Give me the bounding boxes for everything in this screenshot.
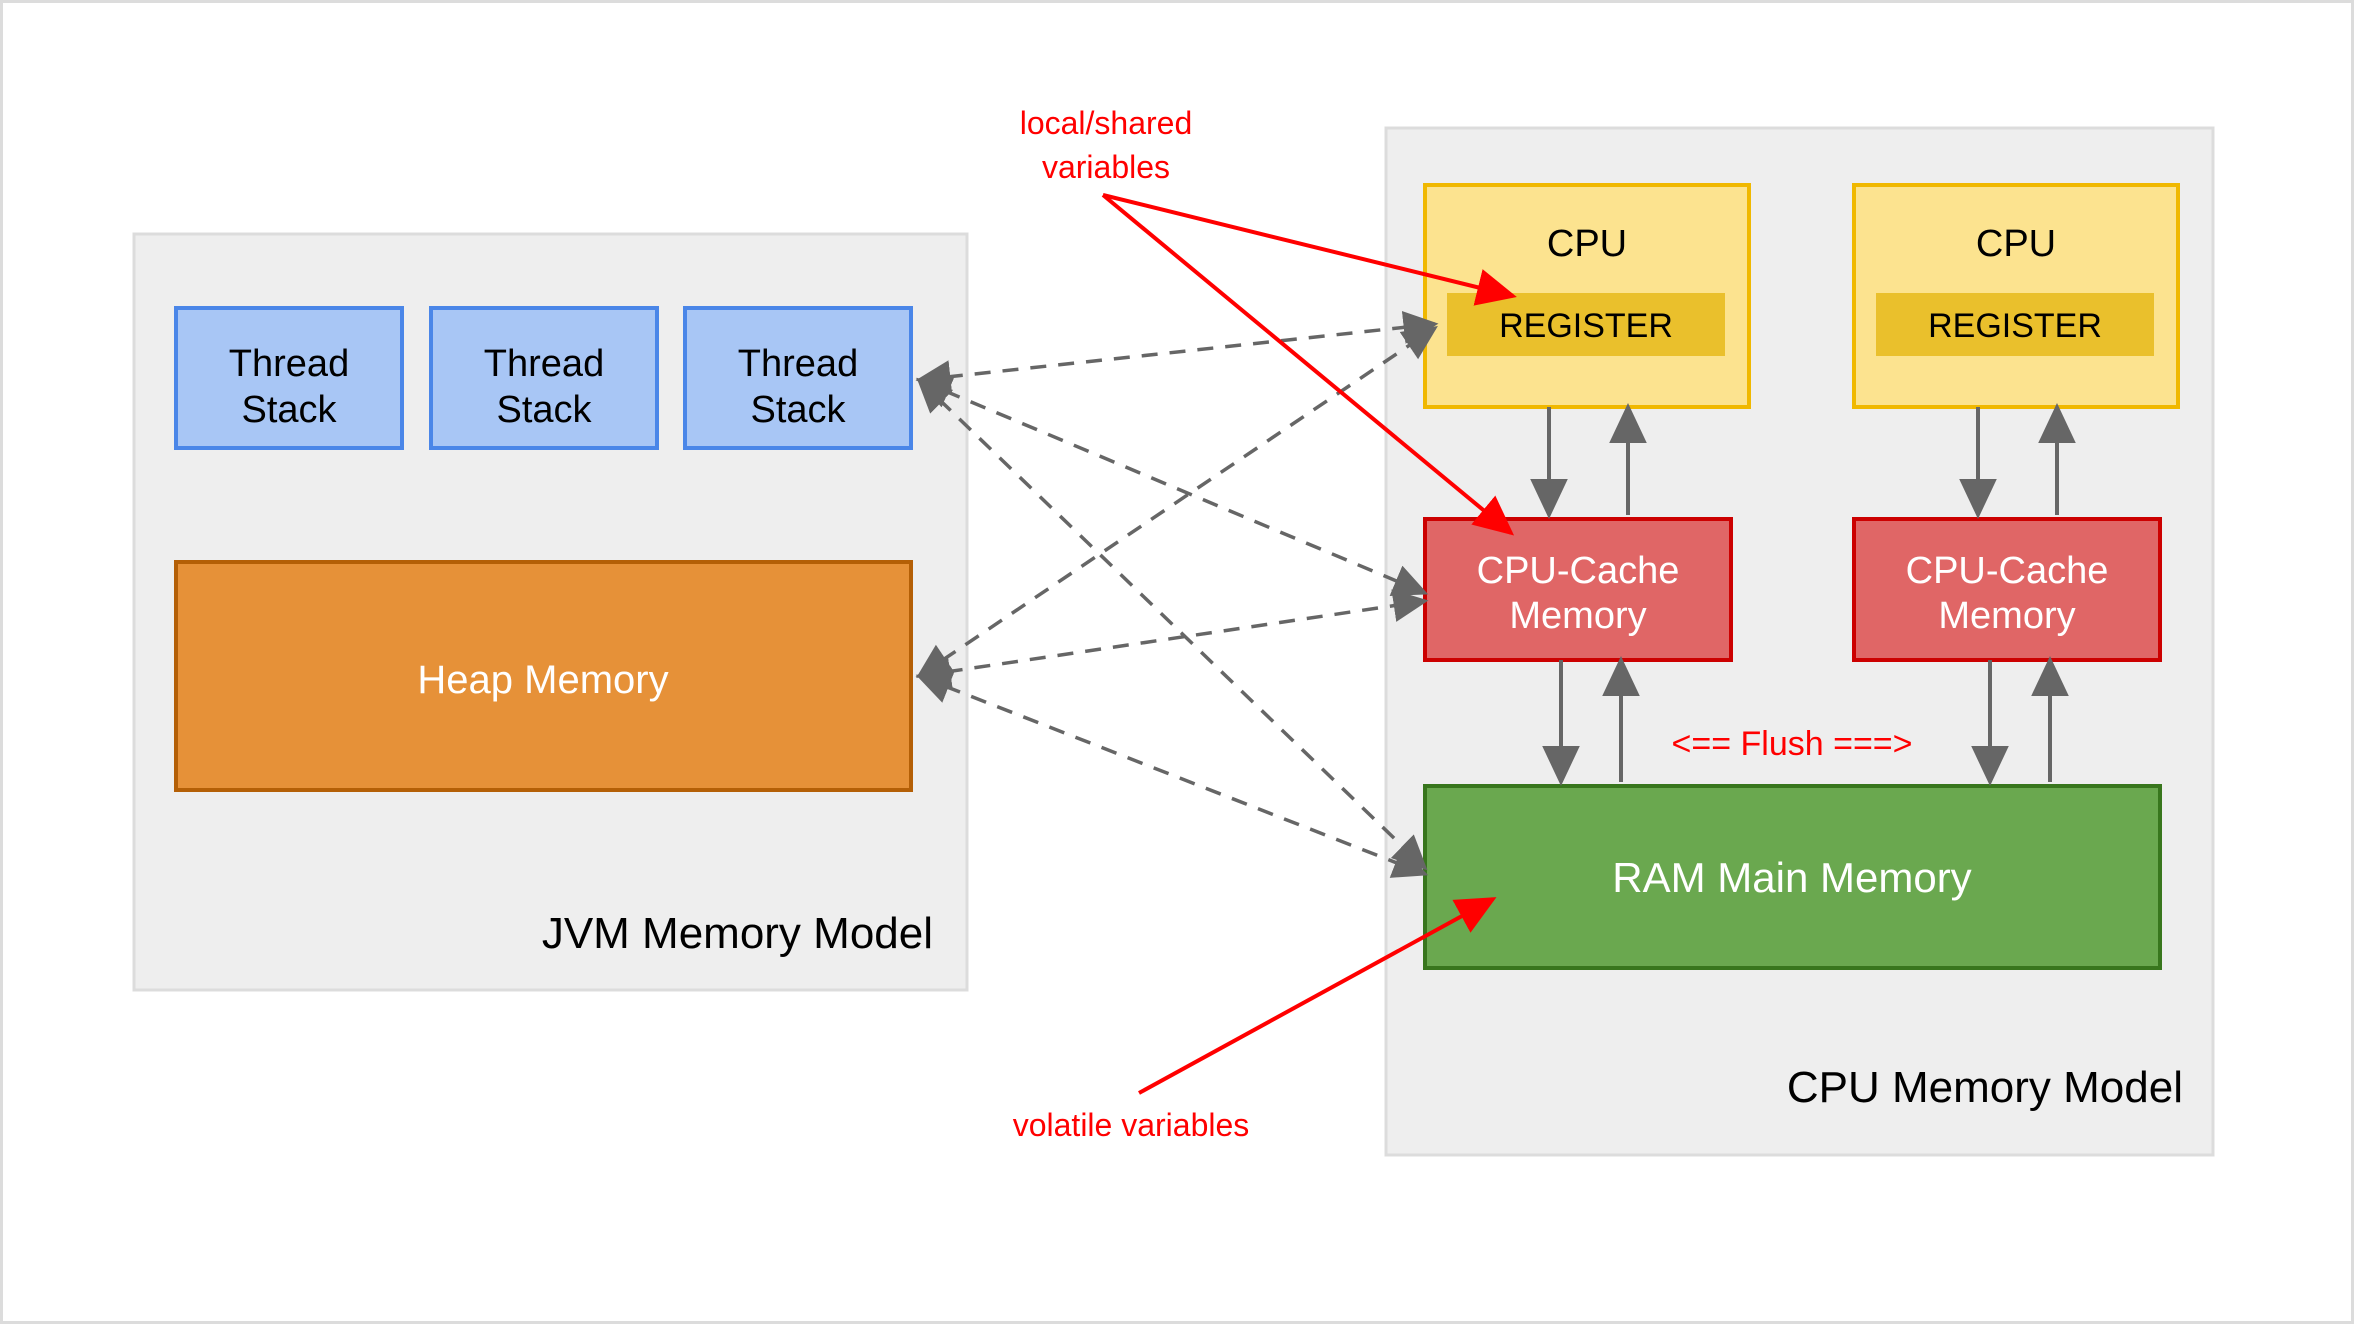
jvm-memory-model-panel: Thread Stack Thread Stack Thread Stack H… [132, 232, 969, 992]
heap-memory-rect [174, 560, 913, 792]
cpu-cache-label-2-line1: CPU-Cache [1906, 550, 2109, 592]
cpu-cache-rect-1 [1423, 517, 1733, 662]
annotation-arrow-volatile-to-ram [1138, 897, 1497, 1095]
thread-stack-label-2-line1: Thread [484, 343, 604, 385]
annotation-arrow-local-shared-to-register [1102, 193, 1517, 306]
annotation-volatile-variables: volatile variables [1013, 1107, 1250, 1143]
cpu-cache-label-2-line2: Memory [1938, 595, 2075, 637]
thread-stack-rect-1 [174, 306, 404, 450]
connector-heap-to-register [916, 326, 1438, 678]
thread-stack-label-3-line1: Thread [738, 343, 858, 385]
annotation-local-shared-line1: local/shared [1020, 105, 1193, 141]
jvm-panel-label: JVM Memory Model [542, 909, 933, 958]
annotation-volatile-line1: volatile variables [1013, 1107, 1250, 1143]
thread-stack-label-2-line2: Stack [496, 389, 592, 431]
connector-heap-to-cache [915, 589, 1429, 688]
cpu-cache-rect-2 [1852, 517, 2162, 662]
connector-threadstack-to-register [915, 311, 1439, 393]
ram-rect [1423, 784, 2162, 970]
cpu-memory-model-panel: CPU REGISTER CPU REGISTER CPU-Cache Memo… [1384, 126, 2215, 1157]
thread-stack-label-1-line1: Thread [229, 343, 349, 385]
annotation-local-shared-line2: variables [1042, 149, 1170, 185]
connector-threadstack-to-cache [915, 377, 1429, 596]
thread-stack-rect-2 [429, 306, 659, 450]
cpu-panel-label: CPU Memory Model [1787, 1063, 2183, 1112]
thread-stack-label-3-line2: Stack [750, 389, 846, 431]
ram-label: RAM Main Memory [1612, 854, 1971, 901]
cpu-cache-label-1-line2: Memory [1509, 595, 1646, 637]
connector-heap-to-ram [915, 672, 1429, 878]
heap-memory-label: Heap Memory [417, 658, 668, 702]
cpu-cache-label-1-line1: CPU-Cache [1477, 550, 1680, 592]
register-rect-2 [1876, 293, 2154, 356]
thread-stack-box-2[interactable]: Thread Stack [429, 306, 659, 450]
cpu-core-1[interactable]: CPU REGISTER [1423, 183, 1751, 409]
cpu-cache-box-1[interactable]: CPU-Cache Memory [1423, 517, 1733, 662]
flush-label: <== Flush ===> [1671, 725, 1912, 763]
register-label-1: REGISTER [1499, 307, 1673, 345]
thread-stack-rect-3 [683, 306, 913, 450]
ram-main-memory-box[interactable]: RAM Main Memory [1423, 784, 2162, 970]
annotation-local-shared-variables: local/shared variables [1020, 105, 1193, 185]
thread-stack-box-3[interactable]: Thread Stack [683, 306, 913, 450]
annotation-arrow-local-shared-to-cache [1101, 193, 1515, 536]
register-label-2: REGISTER [1928, 307, 2102, 345]
memory-model-diagram: Thread Stack Thread Stack Thread Stack H… [132, 105, 2215, 1157]
cpu-cache-box-2[interactable]: CPU-Cache Memory [1852, 517, 2162, 662]
thread-stack-label-1-line2: Stack [241, 389, 337, 431]
heap-memory-box[interactable]: Heap Memory [174, 560, 913, 792]
cpu-label-1: CPU [1547, 223, 1627, 265]
cpu-label-2: CPU [1976, 223, 2056, 265]
cpu-core-2[interactable]: CPU REGISTER [1852, 183, 2180, 409]
thread-stack-box-1[interactable]: Thread Stack [174, 306, 404, 450]
